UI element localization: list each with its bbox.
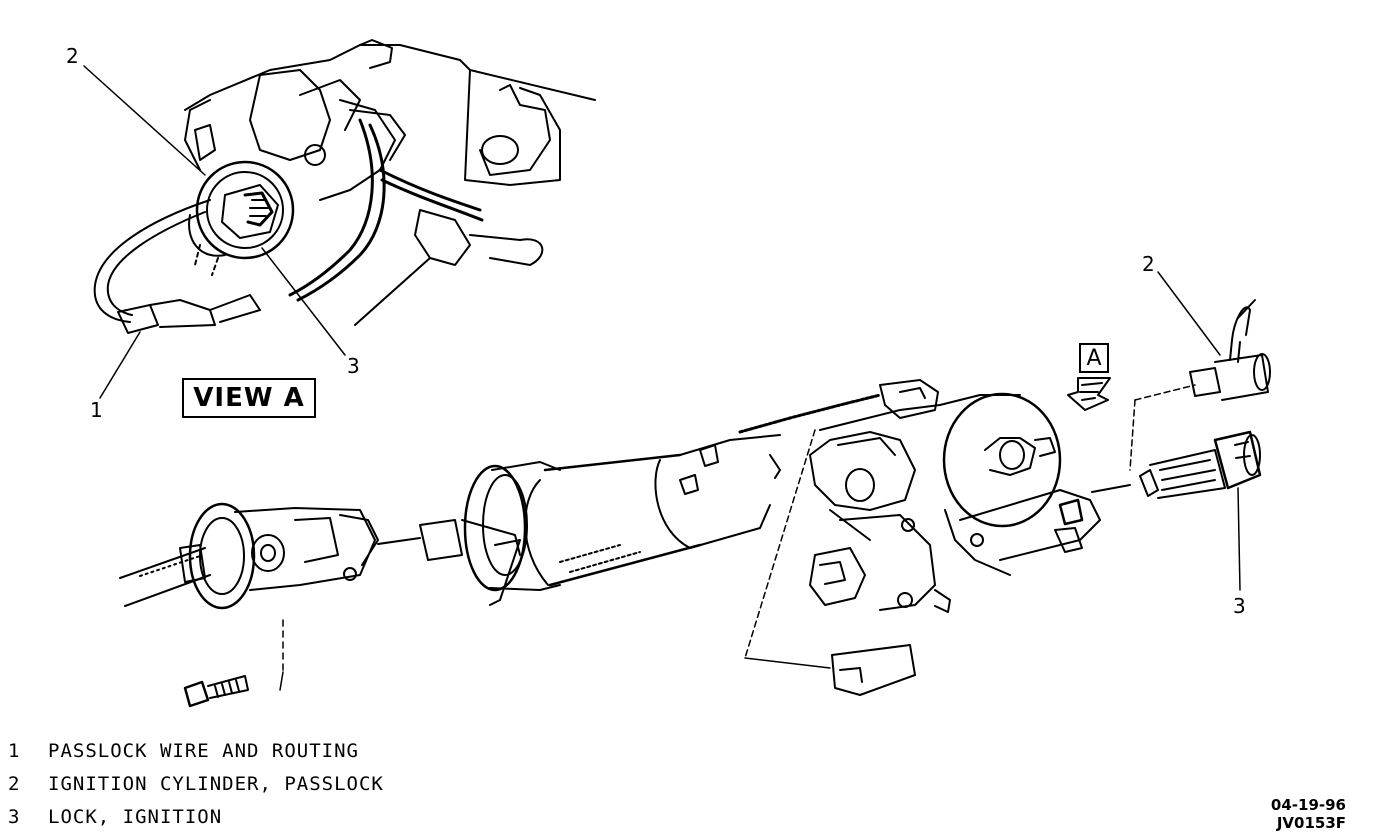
steering-column [119, 377, 1131, 708]
view-a-inset [83, 39, 596, 399]
view-arrow-label: A [1079, 343, 1109, 373]
legend-number: 2 [8, 773, 21, 795]
passlock-cylinder-part [1129, 299, 1271, 471]
callout-view-lock-3: 3 [347, 354, 360, 378]
legend-item: 3 LOCK, IGNITION [8, 806, 384, 839]
legend-text: LOCK, IGNITION [48, 806, 223, 828]
callout-view-wire-1: 1 [90, 398, 103, 422]
callout-main-lock-3: 3 [1233, 594, 1246, 618]
ignition-lock-part [1139, 430, 1262, 591]
callout-main-cylinder-2: 2 [1142, 252, 1155, 276]
legend-number: 1 [8, 740, 21, 762]
legend-text: IGNITION CYLINDER, PASSLOCK [48, 773, 384, 795]
legend: 1 PASSLOCK WIRE AND ROUTING 2 IGNITION C… [8, 740, 384, 839]
legend-text: PASSLOCK WIRE AND ROUTING [48, 740, 359, 762]
legend-item: 2 IGNITION CYLINDER, PASSLOCK [8, 773, 384, 806]
view-a-label: VIEW A [182, 378, 316, 418]
figure-code: JV0153F [1276, 814, 1346, 832]
figure-stamp: 04-19-96 JV0153F [1271, 796, 1346, 832]
leader-line-part-2 [1157, 271, 1221, 356]
legend-number: 3 [8, 806, 21, 828]
callout-view-wire-2: 2 [66, 44, 79, 68]
legend-item: 1 PASSLOCK WIRE AND ROUTING [8, 740, 384, 773]
figure-date: 04-19-96 [1270, 796, 1346, 814]
